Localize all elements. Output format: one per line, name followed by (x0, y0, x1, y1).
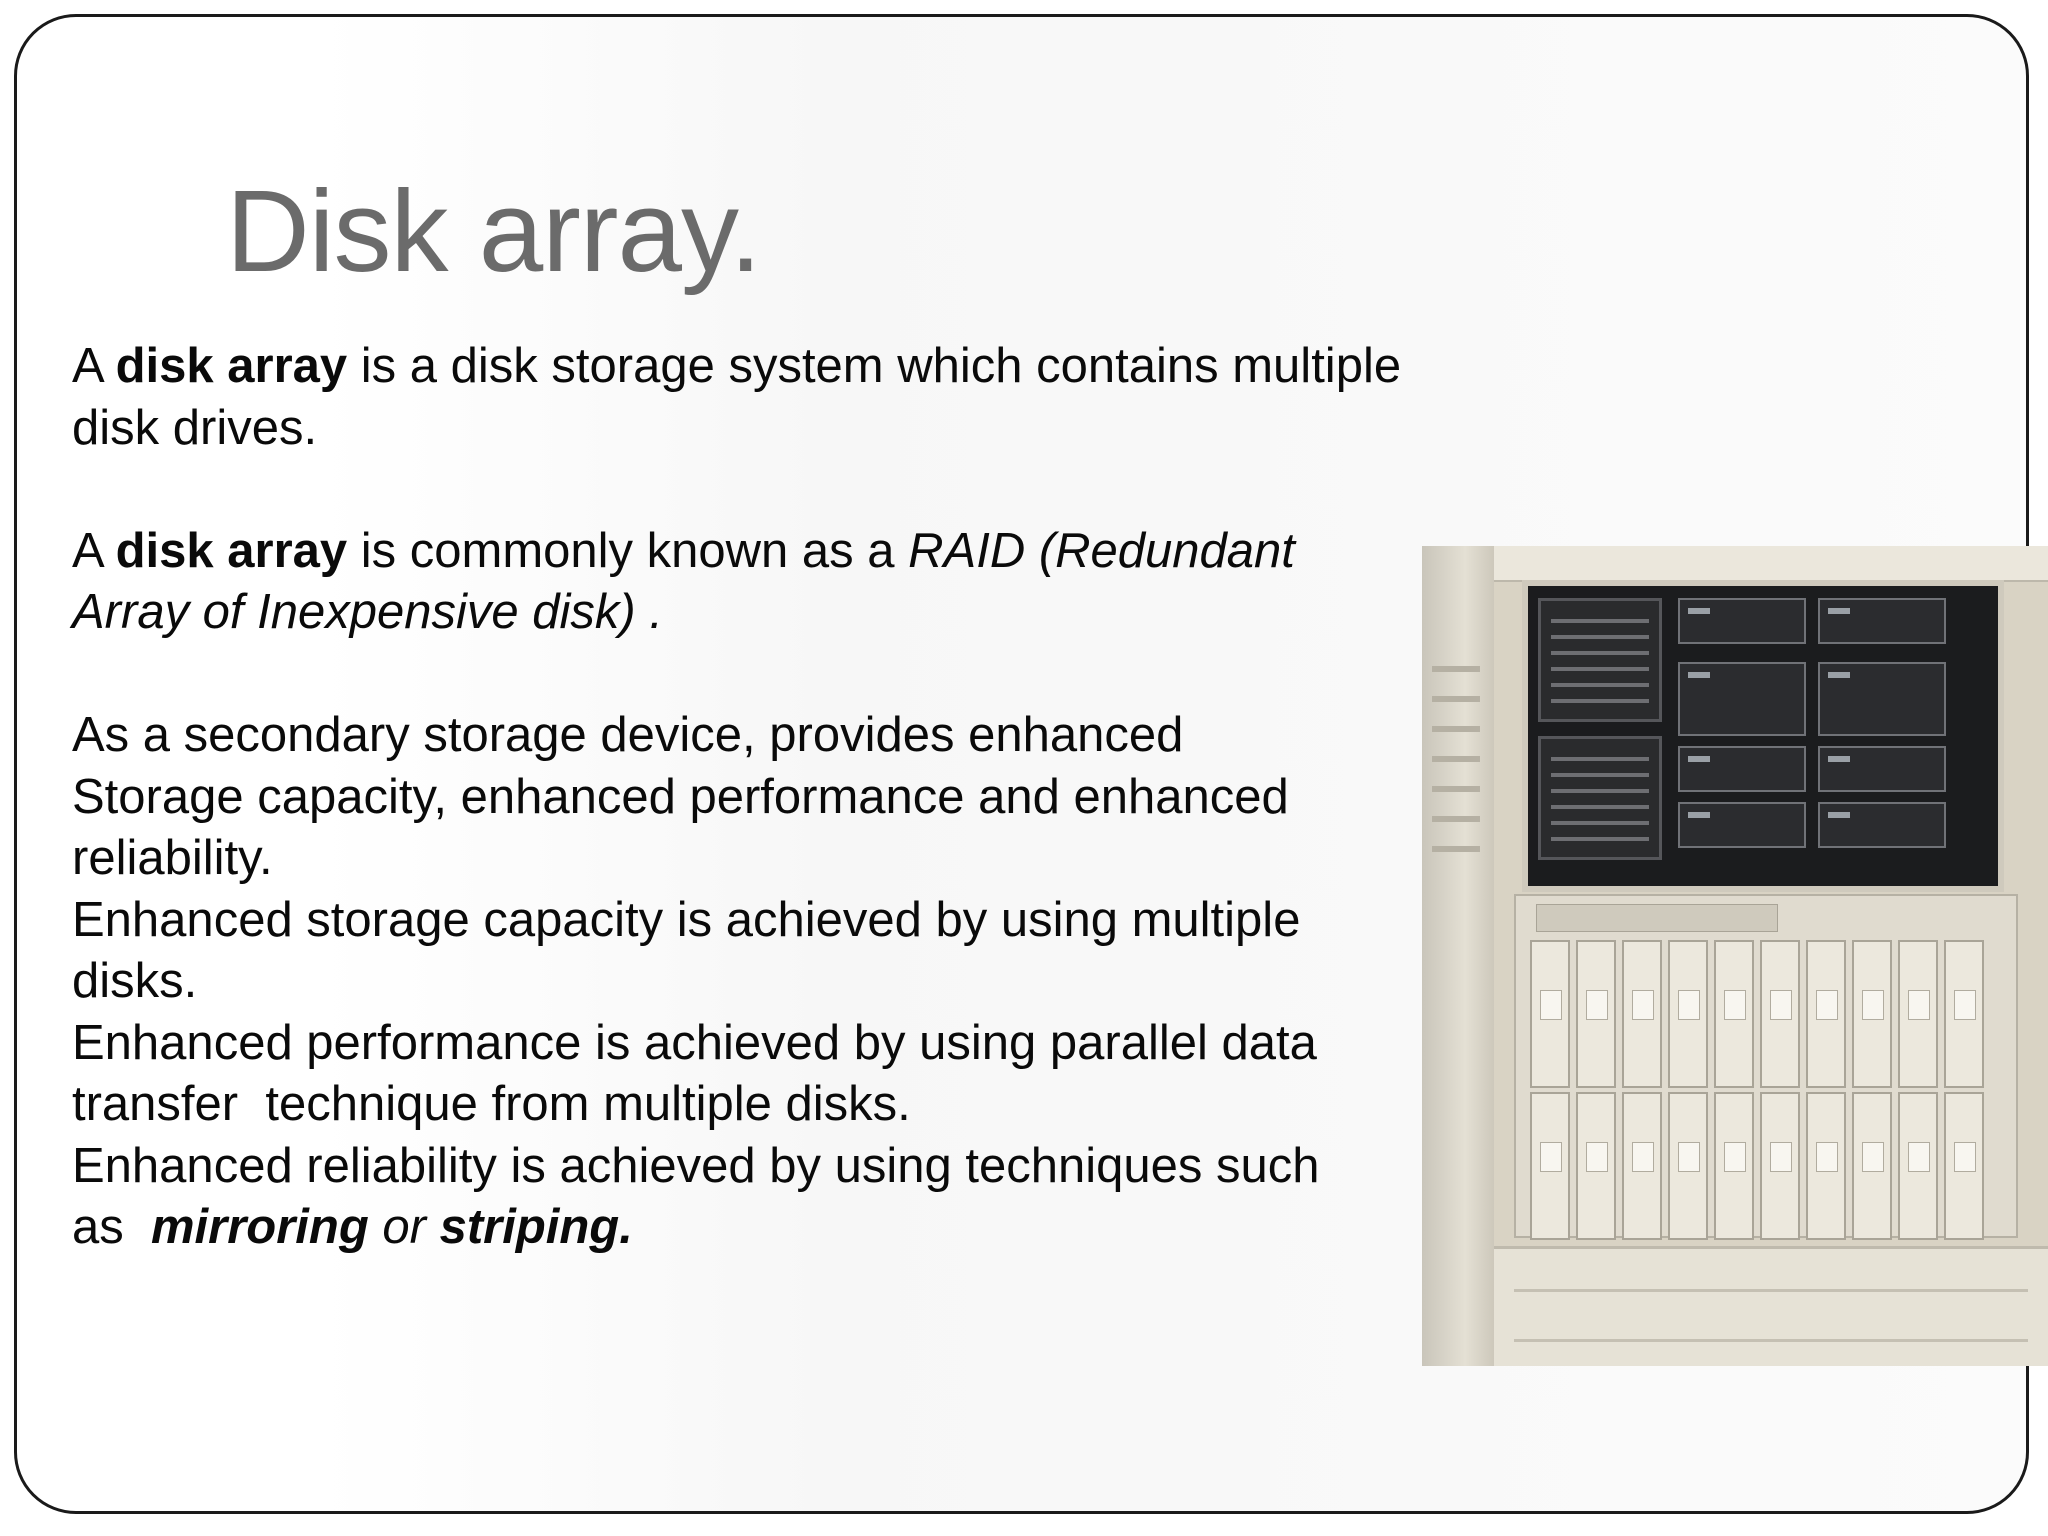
slide-body: A disk array is a disk storage system wh… (72, 336, 1412, 1259)
cabinet-base (1494, 1246, 2048, 1366)
text-line: reliability. (72, 831, 273, 885)
text-mid: is commonly known as a (347, 523, 909, 578)
cabinet-side (1422, 546, 1494, 1366)
text-prefix: A (72, 339, 116, 393)
drive-bay-panel (1522, 580, 2004, 892)
paragraph-definition: A disk array is a disk storage system wh… (72, 336, 1412, 459)
paragraph-secondary-storage: As a secondary storage device, provides … (72, 705, 1412, 890)
text-line: transfer technique from multiple disks. (72, 1077, 911, 1131)
text-or: or (368, 1200, 440, 1254)
text-line: disks. (72, 954, 198, 1008)
slide-title: Disk array. (226, 166, 762, 296)
term-striping: striping. (439, 1200, 633, 1254)
raid-expansion: Array of Inexpensive disk) . (72, 585, 663, 639)
text-rest: is a disk storage system which contains … (72, 339, 1402, 455)
text-prefix: A (72, 523, 116, 578)
term-disk-array: disk array (115, 523, 348, 578)
text-prefix: as (72, 1200, 151, 1254)
text-line: As a secondary storage device, provides … (72, 708, 1184, 762)
term-mirroring: mirroring (150, 1200, 369, 1254)
term-disk-array: disk array (115, 339, 348, 393)
paragraph-raid: A disk array is commonly known as a RAID… (72, 521, 1412, 644)
cabinet-top (1494, 546, 2048, 582)
hot-swap-drives (1514, 894, 2018, 1240)
paragraph-reliability: Enhanced reliability is achieved by usin… (72, 1136, 1412, 1259)
paragraph-capacity: Enhanced storage capacity is achieved by… (72, 890, 1412, 1013)
paragraph-performance: Enhanced performance is achieved by usin… (72, 1013, 1412, 1136)
text-line: Enhanced performance is achieved by usin… (72, 1015, 1317, 1070)
text-line: Enhanced storage capacity is achieved by… (72, 892, 1301, 947)
text-line: Storage capacity, enhanced performance a… (72, 769, 1289, 824)
disk-array-photo (1422, 546, 2048, 1366)
text-line: Enhanced reliability is achieved by usin… (72, 1138, 1320, 1193)
raid-term: RAID (Redundant (908, 523, 1295, 578)
